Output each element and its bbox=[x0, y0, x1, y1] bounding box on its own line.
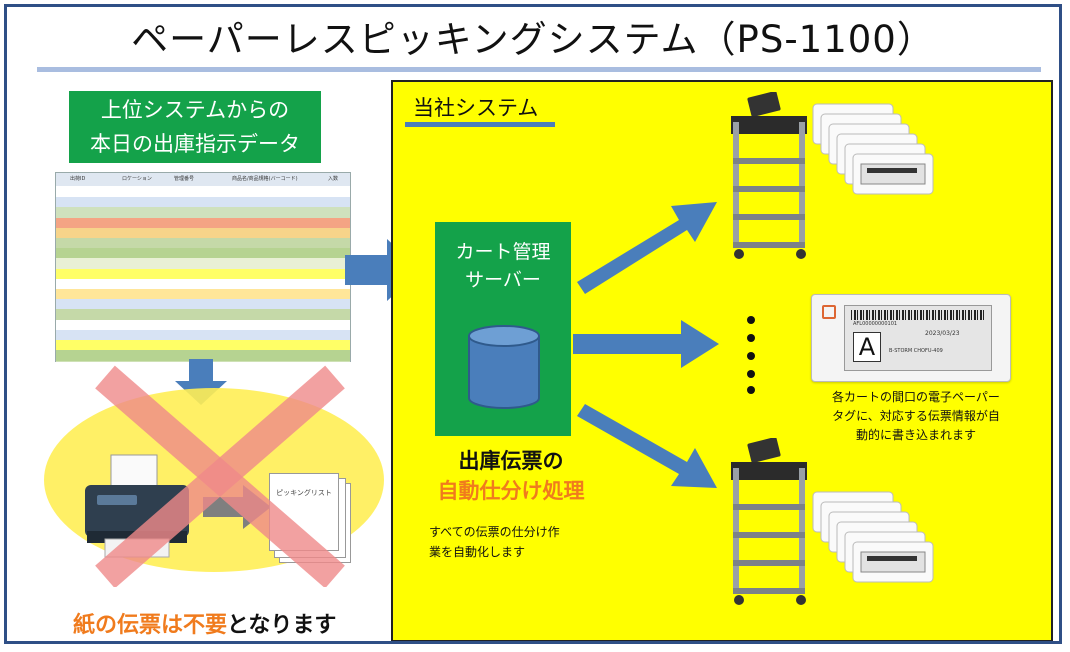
tag-barcode bbox=[851, 310, 985, 320]
epaper-tag-detail: AFL00000000101 A 2023/03/23 B-STORM CHOF… bbox=[811, 294, 1011, 382]
tag-date: 2023/03/23 bbox=[925, 330, 960, 337]
epaper-tag-stack-top bbox=[812, 103, 934, 195]
our-system-area: 当社システム カート管理 サーバー 出庫伝票の 自動仕分け処理 すべての伝票の仕… bbox=[391, 80, 1053, 641]
epaper-desc-line1: 各カートの間口の電子ペーパー bbox=[832, 390, 1000, 404]
epaper-desc-line2: タグに、対応する伝票情報が自 bbox=[832, 409, 1000, 423]
instruction-data-table: 出荷ID ロケーション 管理番号 商品名/商品規格(バーコード) 入数 bbox=[55, 172, 351, 363]
tag-letter: A bbox=[853, 332, 881, 362]
table-header-cell: ロケーション bbox=[122, 176, 152, 182]
auto-sort-line2: 自動仕分け処理 bbox=[437, 479, 585, 503]
picking-cart-top bbox=[731, 92, 807, 259]
paper-note-rest: となります bbox=[227, 613, 337, 638]
table-header-cell: 出荷ID bbox=[70, 176, 86, 182]
paper-note-emphasis: 紙の伝票は不要 bbox=[73, 613, 228, 638]
tag-logo-icon bbox=[822, 305, 836, 319]
our-system-label: 当社システム bbox=[413, 96, 539, 120]
table-header-cell: 入数 bbox=[328, 176, 339, 182]
upper-system-line1: 上位システムからの bbox=[100, 98, 290, 122]
auto-sort-title: 出庫伝票の 自動仕分け処理 bbox=[411, 446, 611, 506]
title-underline bbox=[37, 67, 1041, 72]
auto-desc-line2: 業を自動化します bbox=[429, 545, 526, 559]
our-system-label-underline bbox=[405, 122, 555, 127]
cart-server-box: カート管理 サーバー bbox=[435, 222, 571, 436]
auto-sort-line1: 出庫伝票の bbox=[458, 449, 564, 473]
server-label-line1: カート管理 bbox=[455, 241, 551, 263]
arrow-to-tag bbox=[573, 320, 719, 368]
diagram-frame: ペーパーレスピッキングシステム（PS-1100） 上位システムからの 本日の出庫… bbox=[4, 4, 1062, 644]
upper-system-line2: 本日の出庫指示データ bbox=[90, 132, 300, 156]
table-header-cell: 商品名/商品規格(バーコード) bbox=[232, 176, 298, 182]
upper-system-label: 上位システムからの 本日の出庫指示データ bbox=[69, 91, 321, 163]
tag-location: B-STORM CHOFU-409 bbox=[889, 348, 943, 354]
epaper-description: 各カートの間口の電子ペーパー タグに、対応する伝票情報が自 動的に書き込まれます bbox=[811, 388, 1021, 445]
tag-screen: AFL00000000101 A 2023/03/23 B-STORM CHOF… bbox=[844, 305, 992, 371]
server-label-line2: サーバー bbox=[465, 269, 541, 291]
auto-sort-description: すべての伝票の仕分け作 業を自動化します bbox=[429, 522, 599, 562]
arrow-to-cart-top bbox=[577, 202, 717, 294]
picking-cart-bottom bbox=[731, 438, 807, 605]
paper-not-needed-note: 紙の伝票は不要となります bbox=[73, 607, 336, 639]
arrow-to-cart-bottom bbox=[577, 404, 717, 488]
more-carts-dots bbox=[747, 316, 755, 394]
tag-barcode-text: AFL00000000101 bbox=[853, 321, 898, 327]
epaper-desc-line3: 動的に書き込まれます bbox=[855, 428, 976, 442]
table-header: 出荷ID ロケーション 管理番号 商品名/商品規格(バーコード) 入数 bbox=[56, 173, 350, 186]
cross-mark-icon bbox=[95, 365, 345, 587]
table-header-cell: 管理番号 bbox=[174, 176, 195, 182]
database-icon bbox=[468, 325, 540, 409]
auto-desc-line1: すべての伝票の仕分け作 bbox=[429, 525, 560, 539]
page-title: ペーパーレスピッキングシステム（PS-1100） bbox=[131, 18, 935, 61]
epaper-tag-stack-bottom bbox=[812, 491, 934, 583]
down-arrow bbox=[175, 359, 227, 405]
